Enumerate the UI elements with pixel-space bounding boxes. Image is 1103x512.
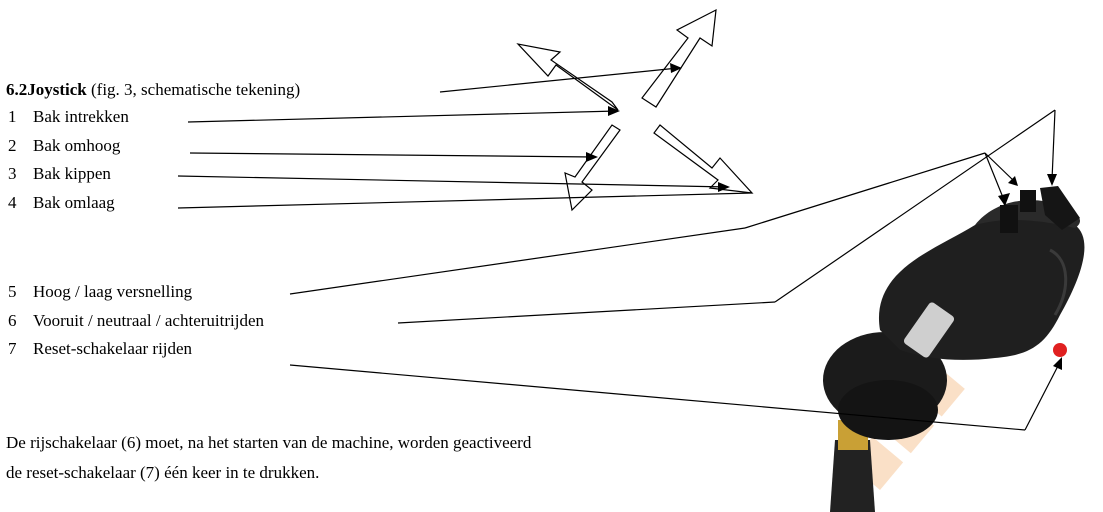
joystick-photo (823, 186, 1085, 512)
item-label: Vooruit / neutraal / achteruitrijden (33, 311, 265, 330)
item-label: Reset-schakelaar rijden (33, 339, 193, 358)
item-label: Bak intrekken (33, 107, 129, 126)
leader-lines-arrows (177, 63, 753, 209)
item-label: Bak kippen (33, 164, 111, 183)
list-item: 4 Bak omlaag (8, 193, 115, 213)
item-number: 1 (8, 107, 17, 126)
section-heading: 6.2Joystick (fig. 3, schematische tekeni… (6, 80, 300, 100)
list-item: 2 Bak omhoog (8, 136, 120, 156)
arrow-up-right-icon (641, 8, 717, 108)
direction-arrows-schematic (516, 8, 754, 212)
item-number: 7 (8, 339, 17, 358)
list-item: 5 Hoog / laag versnelling (8, 282, 192, 302)
section-subtitle: (fig. 3, schematische tekening) (86, 80, 301, 99)
arrow-down-right-icon (653, 124, 754, 194)
arrow-down-left-icon (564, 124, 621, 212)
item-label: Bak omlaag (33, 193, 115, 212)
list-item: 1 Bak intrekken (8, 107, 129, 127)
item-number: 4 (8, 193, 17, 212)
list-item: 7 Reset-schakelaar rijden (8, 339, 192, 359)
section-title: 6.2Joystick (6, 80, 87, 99)
item-label: Hoog / laag versnelling (33, 282, 193, 301)
arrow-up-left-icon (516, 43, 619, 111)
item-number: 2 (8, 136, 17, 155)
list-item: 6 Vooruit / neutraal / achteruitrijden (8, 311, 264, 331)
paragraph-line-1: De rijschakelaar (6) moet, na het starte… (6, 433, 532, 452)
item-number: 5 (8, 282, 17, 301)
paragraph-line-2: de reset-schakelaar (7) één keer in te d… (6, 463, 320, 482)
list-item: 3 Bak kippen (8, 164, 111, 184)
reset-indicator-icon (1053, 343, 1067, 357)
item-label: Bak omhoog (33, 136, 121, 155)
leader-lines-joystick (289, 109, 1062, 431)
item-number: 3 (8, 164, 17, 183)
item-number: 6 (8, 311, 17, 330)
